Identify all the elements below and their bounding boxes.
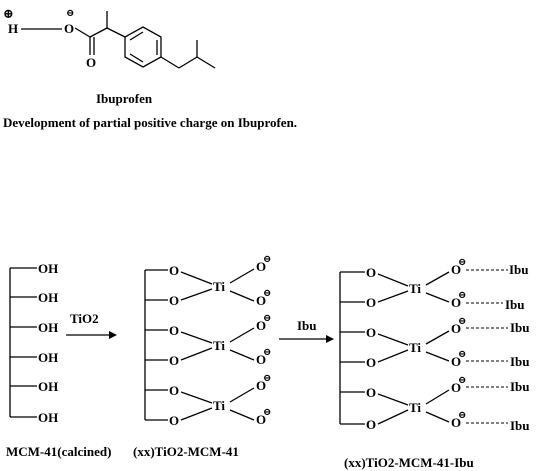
arrow-2-head <box>326 335 334 343</box>
titanium-atom: Ti <box>213 279 225 294</box>
label-tio2-mcm41: (xx)TiO2-MCM-41 <box>133 444 239 459</box>
ibuprofen-label: Ibu <box>510 379 530 394</box>
oxygen-atom: O <box>366 417 376 432</box>
hydroxyl-group: OH <box>38 379 58 394</box>
ibuprofen-label: Ibu <box>510 418 530 433</box>
oxygen-anion: O <box>256 293 266 308</box>
ibuprofen-caption: Development of partial positive charge o… <box>3 115 297 130</box>
label-tio2-mcm41-ibu: (xx)TiO2-MCM-41-Ibu <box>344 455 474 470</box>
oxygen-atom: O <box>366 265 376 280</box>
oxygen-atom: O <box>169 263 179 278</box>
oxygen-anion: O <box>451 380 461 395</box>
oxygen-anion: O <box>451 295 461 310</box>
oxygen-atom: O <box>366 295 376 310</box>
oxygen-anion: O <box>451 415 461 430</box>
o-c-bond <box>74 27 91 38</box>
negative-charge-symbol: ⊖ <box>458 290 466 301</box>
oxygen-atom: O <box>169 413 179 428</box>
oxygen-anion: O <box>451 354 461 369</box>
ibuprofen-label: Ibu <box>509 262 529 277</box>
c-c-bond <box>89 27 108 38</box>
negative-charge-symbol: ⊖ <box>66 8 74 19</box>
mcm41-structure: OH OH OH OH OH OH <box>9 261 58 425</box>
negative-charge-symbol: ⊖ <box>458 349 466 360</box>
ch2-bond <box>160 56 180 69</box>
negative-charge-symbol: ⊖ <box>263 254 271 265</box>
oxygen-anion: O <box>256 412 266 427</box>
oxygen-atom: O <box>366 325 376 340</box>
oxygen-atom: O <box>366 385 376 400</box>
tio2-mcm41-ibu-structure: O O Ti O ⊖ O ⊖ Ibu Ibu O O Ti O ⊖ O ⊖ Ib… <box>339 257 530 433</box>
ibuprofen-name: Ibuprofen <box>96 91 153 106</box>
negative-charge-symbol: ⊖ <box>263 407 271 418</box>
negative-charge-symbol: ⊖ <box>263 347 271 358</box>
hydroxyl-group: OH <box>38 410 58 425</box>
oxygen-atom-single: O <box>64 21 74 36</box>
ring-inner-bond-1 <box>129 31 144 41</box>
reaction-arrow-1: TiO2 <box>66 311 117 339</box>
positive-charge-symbol: ⊕ <box>3 6 14 21</box>
negative-charge-symbol: ⊖ <box>263 313 271 324</box>
arrow-1-head <box>109 331 117 339</box>
negative-charge-symbol: ⊖ <box>458 316 466 327</box>
ring-inner-bond-3 <box>129 53 144 63</box>
hydroxyl-group: OH <box>38 290 58 305</box>
oxygen-anion: O <box>256 318 266 333</box>
ibuprofen-label: Ibu <box>510 354 530 369</box>
ch-bond <box>178 56 198 69</box>
titanium-atom: Ti <box>409 340 421 355</box>
titanium-atom: Ti <box>409 400 421 415</box>
isobutyl-branch-right <box>196 56 216 69</box>
negative-charge-symbol: ⊖ <box>263 373 271 384</box>
label-mcm41-calcined: MCM-41(calcined) <box>6 444 111 459</box>
arrow-2-label: Ibu <box>297 318 317 333</box>
oxygen-atom: O <box>169 323 179 338</box>
oxygen-atom: O <box>169 353 179 368</box>
oxygen-atom: O <box>366 355 376 370</box>
negative-charge-symbol: ⊖ <box>458 375 466 386</box>
c-ring-bond <box>106 27 126 38</box>
oxygen-anion: O <box>451 321 461 336</box>
oxygen-anion: O <box>256 259 266 274</box>
titanium-atom: Ti <box>213 398 225 413</box>
oxygen-anion: O <box>256 352 266 367</box>
hydroxyl-group: OH <box>38 261 58 276</box>
oxygen-atom: O <box>169 383 179 398</box>
negative-charge-symbol: ⊖ <box>458 410 466 421</box>
ibuprofen-label: Ibu <box>505 297 525 312</box>
negative-charge-symbol: ⊖ <box>263 288 271 299</box>
oxygen-atom-double: O <box>86 55 96 70</box>
titanium-atom: Ti <box>213 338 225 353</box>
benzene-ring <box>124 26 162 68</box>
oxygen-anion: O <box>451 262 461 277</box>
oxygen-anion: O <box>256 378 266 393</box>
ibuprofen-label: Ibu <box>510 320 530 335</box>
oxygen-atom: O <box>169 293 179 308</box>
reaction-arrow-2: Ibu <box>279 318 334 343</box>
negative-charge-symbol: ⊖ <box>458 257 466 268</box>
ibuprofen-structure: ⊕ H O ⊖ O <box>3 6 216 70</box>
titanium-atom: Ti <box>409 281 421 296</box>
hydroxyl-group: OH <box>38 320 58 335</box>
arrow-1-label: TiO2 <box>70 311 99 326</box>
hydroxyl-group: OH <box>38 350 58 365</box>
hydrogen-atom: H <box>8 21 18 36</box>
tio2-mcm41-structure: O O Ti O ⊖ O ⊖ O O Ti O ⊖ O ⊖ O O Ti O <box>144 254 271 428</box>
